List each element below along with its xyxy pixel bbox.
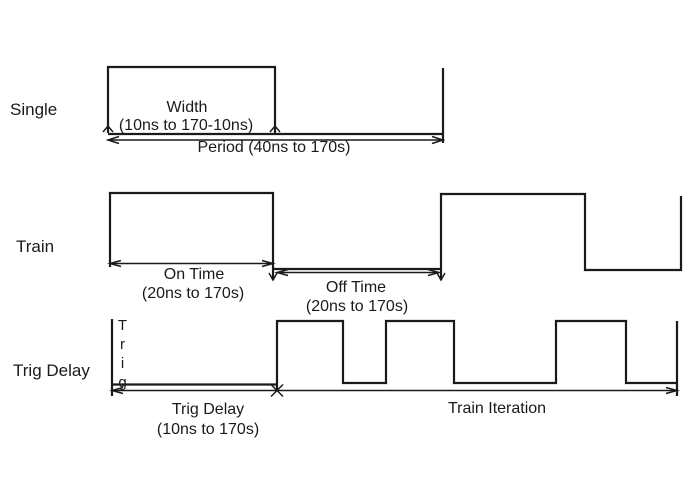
pulse-train-waveform bbox=[275, 319, 677, 390]
single-row-label: Single bbox=[10, 100, 57, 119]
train-pulse2-waveform bbox=[439, 192, 683, 280]
off-time-right-arrowhead-icon bbox=[427, 268, 442, 277]
on-time-range-label: (20ns to 170s) bbox=[142, 285, 244, 302]
width-left-arrowhead-icon bbox=[102, 124, 114, 133]
width-label: Width bbox=[167, 99, 208, 116]
on-time-label: On Time bbox=[164, 266, 225, 283]
trig-delay-row: Trig Delay Trig Delay (10ns to 170s) Tra… bbox=[13, 319, 680, 438]
off-time-range-label: (20ns to 170s) bbox=[306, 298, 408, 315]
train-pulse2-down-arrowhead-icon bbox=[436, 272, 446, 282]
train-row-label: Train bbox=[16, 237, 54, 256]
train-pulse1-down-arrowhead-icon bbox=[268, 272, 278, 282]
on-time-left-arrowhead-icon bbox=[107, 259, 122, 268]
period-right-arrowhead-icon bbox=[431, 135, 446, 145]
period-left-arrowhead-icon bbox=[105, 135, 120, 145]
trig-delay-row-label: Trig Delay bbox=[13, 361, 90, 380]
trig-marker-label: Trig bbox=[114, 317, 131, 393]
train-row: Train On Time (20ns to 170s) Off Time (2… bbox=[16, 191, 683, 315]
on-time-right-arrowhead-icon bbox=[261, 259, 276, 268]
off-time-left-arrowhead-icon bbox=[274, 268, 289, 277]
trig-delay-label: Trig Delay bbox=[172, 401, 244, 418]
trig-delay-left-arrowhead-icon bbox=[109, 386, 124, 395]
single-pulse-waveform bbox=[106, 65, 277, 133]
train-iteration-label: Train Iteration bbox=[448, 400, 546, 417]
trig-delay-range-label: (10ns to 170s) bbox=[157, 421, 259, 438]
width-range-label: (10ns to 170-10ns) bbox=[119, 117, 253, 134]
single-row: Single Width (10ns to 170-10ns) Period (… bbox=[10, 65, 446, 156]
width-right-arrowhead-icon bbox=[269, 124, 281, 133]
off-time-label: Off Time bbox=[326, 279, 386, 296]
period-label: Period (40ns to 170s) bbox=[198, 139, 351, 156]
train-pulse1-waveform bbox=[108, 191, 275, 280]
